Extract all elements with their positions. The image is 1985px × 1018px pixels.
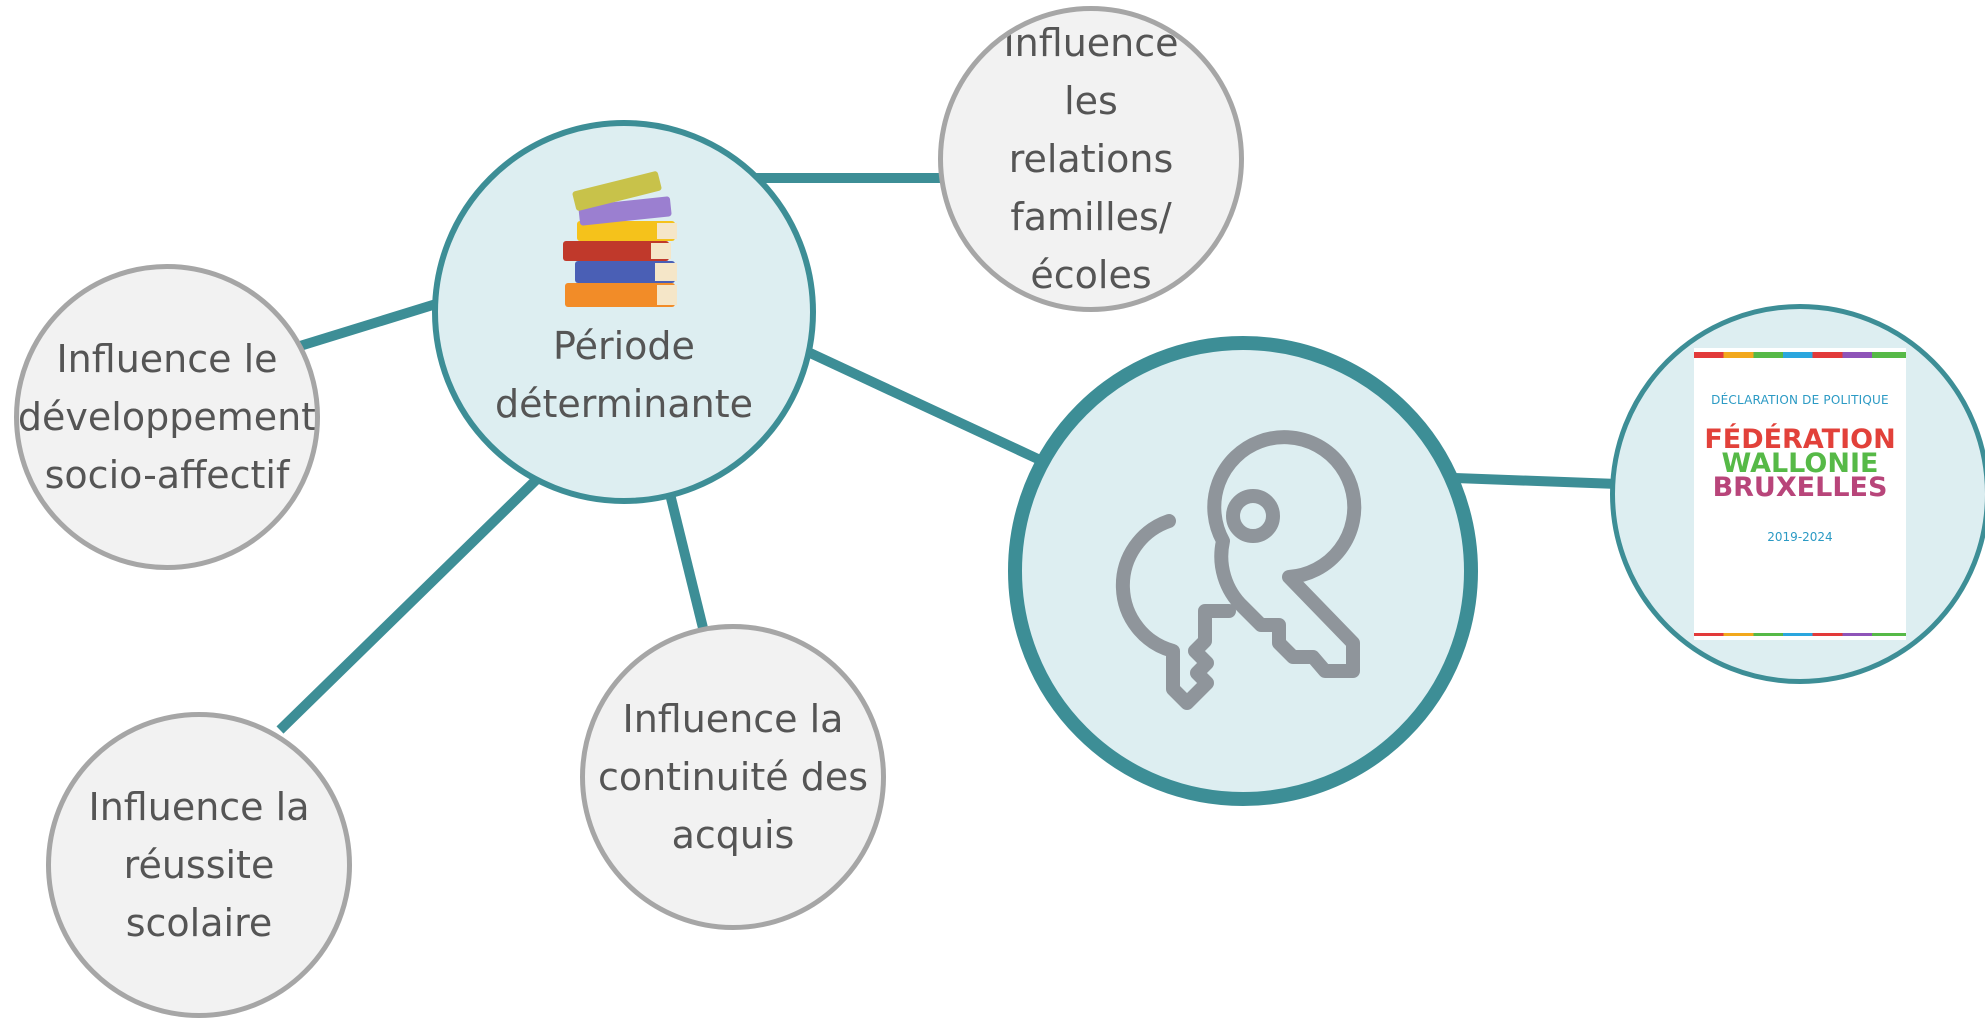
key-icon [1115,430,1362,710]
link-center-reussite [276,476,540,734]
policy-document-cover: DÉCLARATION DE POLITIQUE FÉDÉRATION WALL… [1694,348,1906,640]
node-text-line: réussite [123,843,275,887]
node-influence-developpement: Influence le développement socio-affecti… [14,264,320,570]
link-center-key [805,347,1043,465]
node-text-line: acquis [671,813,795,857]
node-text-line: les [1064,79,1118,123]
document-title-line: WALLONIE [1721,448,1879,479]
node-text-line: Influence la [88,785,310,829]
node-influence-continuite: Influence la continuité des acquis [580,624,886,930]
books-icon [563,171,677,307]
color-bar-top [1694,352,1906,358]
node-text-line: continuité des [597,755,869,799]
center-label-line: déterminante [494,382,754,426]
document-title-line: BRUXELLES [1712,472,1888,503]
document-subtitle: DÉCLARATION DE POLITIQUE [1711,393,1889,407]
node-text-line: socio-affectif [44,453,290,497]
document-title: FÉDÉRATION WALLONIE BRUXELLES [1694,424,1906,503]
node-influence-reussite: Influence la réussite scolaire [46,712,352,1018]
link-key-document [1454,473,1619,489]
document-years: 2019-2024 [1767,530,1833,544]
node-influence-relations: Influence les relations familles/ écoles [938,6,1244,312]
node-declaration-document: DÉCLARATION DE POLITIQUE FÉDÉRATION WALL… [1610,304,1985,684]
center-label-line: Période [553,324,695,368]
node-text-line: scolaire [125,901,273,945]
node-text-line: Influence le [56,337,278,381]
node-text-line: développement [17,395,317,439]
node-text-line: écoles [1030,253,1152,297]
color-bar-bottom [1694,633,1906,636]
node-text-line: Influence la [622,697,844,741]
node-text-line: relations [1008,137,1174,181]
link-center-continuite [665,492,708,630]
node-text-line: familles/ [1010,195,1172,239]
link-center-developpement [298,299,438,351]
node-key [1008,336,1478,806]
node-text-line: Influence [1003,21,1179,65]
node-periode-determinante: Période déterminante [432,120,816,504]
document-title-line: FÉDÉRATION [1704,424,1896,455]
